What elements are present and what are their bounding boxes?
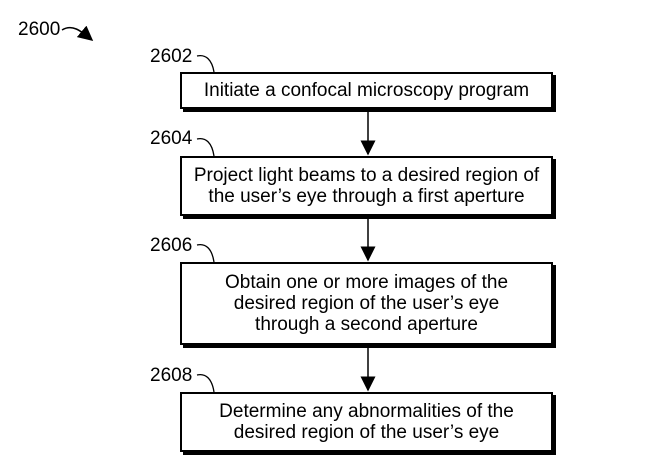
step-box-project: Project light beams to a desired region … [180,156,553,216]
leader-2606 [196,243,215,263]
step-ref-2606: 2606 [150,235,193,256]
leader-2608 [196,373,215,393]
step-ref-2608: 2608 [150,365,193,386]
step-ref-2604: 2604 [150,128,193,149]
figure-label: 2600 [18,19,61,40]
step-ref-2602: 2602 [150,46,193,67]
leader-2604 [196,137,215,157]
step-text: Determine any abnormalities of the desir… [219,401,514,443]
step-box-initiate: Initiate a confocal microscopy program [180,72,553,109]
step-text: Obtain one or more images of the desired… [224,272,509,335]
leader-2602 [196,54,215,73]
step-box-determine: Determine any abnormalities of the desir… [180,392,553,452]
step-box-obtain: Obtain one or more images of the desired… [180,262,553,345]
step-text: Initiate a confocal microscopy program [203,80,530,101]
figure-leader-arrow [61,25,94,41]
step-text: Project light beams to a desired region … [193,165,540,207]
